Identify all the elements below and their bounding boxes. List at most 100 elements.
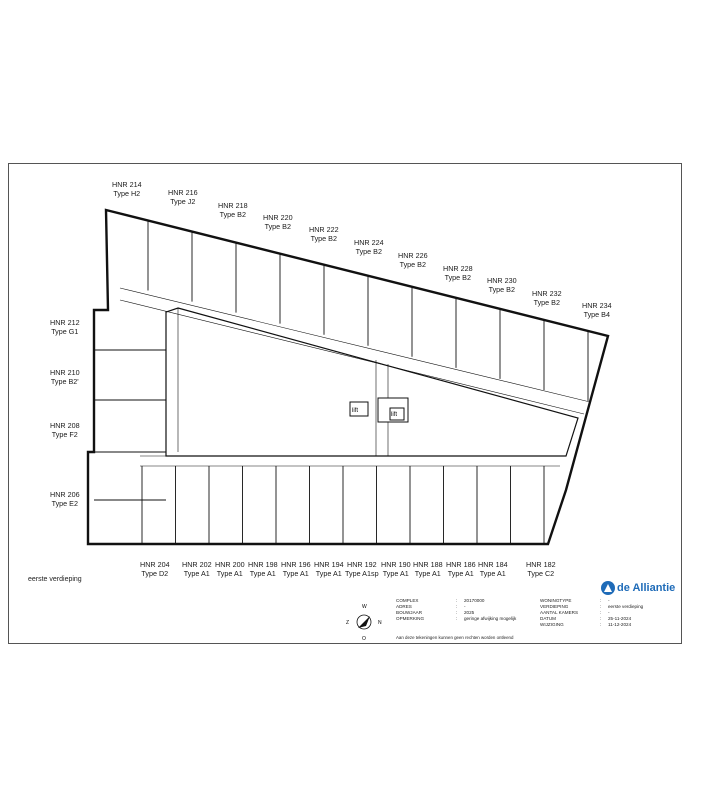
title-block-row: BOUWJAAR:2025: [396, 610, 475, 615]
floor-name: eerste verdieping: [28, 576, 82, 583]
unit-number: HNR 204: [140, 560, 170, 569]
unit-number: HNR 190: [381, 560, 411, 569]
unit-number: HNR 208: [50, 421, 80, 430]
logo-icon: [601, 581, 615, 595]
lift-label-1: lift: [352, 408, 358, 414]
unit-number: HNR 222: [309, 225, 339, 234]
svg-text:Z: Z: [346, 620, 349, 626]
unit-number: HNR 234: [582, 301, 612, 310]
unit-number: HNR 212: [50, 318, 80, 327]
unit-type: Type E2: [51, 499, 78, 508]
unit-number: HNR 192: [347, 560, 377, 569]
unit-type: Type F2: [51, 430, 78, 439]
unit-type: Type B2: [355, 247, 382, 256]
unit-number: HNR 182: [526, 560, 556, 569]
compass-icon: W N Z O: [344, 602, 384, 642]
unit-number: HNR 210: [50, 368, 80, 377]
unit-number: HNR 228: [443, 264, 473, 273]
alliantie-logo: de Alliantie: [601, 580, 675, 596]
unit-type: Type B2': [50, 377, 79, 386]
unit-type: Type A1: [382, 569, 409, 578]
unit-type: Type H2: [113, 189, 141, 198]
unit-type: Type B2: [219, 210, 246, 219]
unit-number: HNR 200: [215, 560, 245, 569]
svg-text:O: O: [362, 636, 366, 642]
unit-number: HNR 216: [168, 188, 198, 197]
unit-number: HNR 220: [263, 213, 293, 222]
unit-number: HNR 230: [487, 276, 517, 285]
unit-type: Type D2: [141, 569, 169, 578]
unit-type: Type A1: [216, 569, 243, 578]
unit-type: Type A1sp: [345, 569, 379, 578]
title-block-row: ADRES:-: [396, 604, 466, 609]
unit-type: Type B2: [488, 285, 515, 294]
unit-type: Type A1: [282, 569, 309, 578]
unit-type: Type A1: [447, 569, 474, 578]
unit-type: Type A1: [183, 569, 210, 578]
unit-type: Type C2: [527, 569, 555, 578]
svg-text:N: N: [378, 620, 382, 626]
disclaimer-note: Aan deze tekeningen kunnen geen rechten …: [396, 635, 514, 640]
title-block-row: COMPLEX:20170000: [396, 598, 485, 603]
unit-number: HNR 202: [182, 560, 212, 569]
logo-text: de Alliantie: [617, 582, 676, 594]
unit-type: Type B2: [444, 273, 471, 282]
unit-type: Type A1: [315, 569, 342, 578]
unit-type: Type B2: [399, 260, 426, 269]
unit-number: HNR 194: [314, 560, 344, 569]
unit-number: HNR 196: [281, 560, 311, 569]
svg-text:W: W: [362, 604, 367, 610]
unit-type: Type B2: [264, 222, 291, 231]
unit-number: HNR 224: [354, 238, 384, 247]
unit-type: Type B2: [533, 298, 560, 307]
unit-number: HNR 232: [532, 289, 562, 298]
unit-type: Type A1: [249, 569, 276, 578]
unit-type: Type A1: [479, 569, 506, 578]
unit-type: Type G1: [51, 327, 79, 336]
title-block-row: WIJZIGING:11-12-2024: [540, 622, 632, 627]
unit-type: Type B2: [310, 234, 337, 243]
lift-label-2: lift: [391, 412, 397, 418]
title-block-row: AANTAL KAMERS:-: [540, 610, 610, 615]
unit-type: Type B4: [583, 310, 610, 319]
unit-type: Type J2: [170, 197, 196, 206]
unit-number: HNR 218: [218, 201, 248, 210]
unit-number: HNR 184: [478, 560, 508, 569]
unit-number: HNR 214: [112, 180, 142, 189]
unit-number: HNR 186: [446, 560, 476, 569]
unit-type: Type A1: [414, 569, 441, 578]
title-block-row: WONINGTYPE:-: [540, 598, 610, 603]
unit-number: HNR 206: [50, 490, 80, 499]
drawing-sheet: [8, 163, 682, 644]
title-block-row: DATUM:25-11-2024: [540, 616, 632, 621]
title-block-row: OPMERKING:geringe afwijking mogelijk: [396, 616, 517, 621]
